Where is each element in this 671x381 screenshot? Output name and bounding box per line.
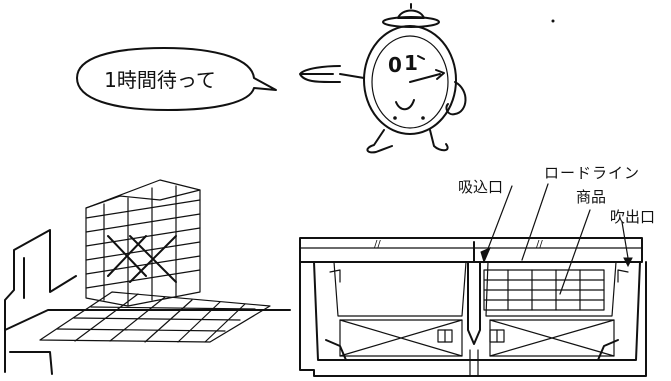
label-product: 商品 xyxy=(576,188,607,206)
label-outlet: 吹出口 xyxy=(610,208,656,226)
speech-bubble-text: 1時間待って xyxy=(104,68,216,92)
alarm-clock-character-icon: 0 1 xyxy=(299,3,467,154)
speck xyxy=(551,19,555,23)
label-intake: 吸込口 xyxy=(458,178,504,196)
label-load-line: ロードライン xyxy=(544,164,641,182)
svg-text:1: 1 xyxy=(404,51,418,75)
svg-text://: // xyxy=(536,239,543,250)
svg-text://: // xyxy=(374,239,381,250)
showcase-cross-section-diagram: // // xyxy=(299,237,647,377)
callout-lines xyxy=(480,183,633,295)
svg-text:0: 0 xyxy=(388,53,402,77)
speech-bubble xyxy=(76,47,277,111)
stacked-products-diagram xyxy=(4,179,291,375)
